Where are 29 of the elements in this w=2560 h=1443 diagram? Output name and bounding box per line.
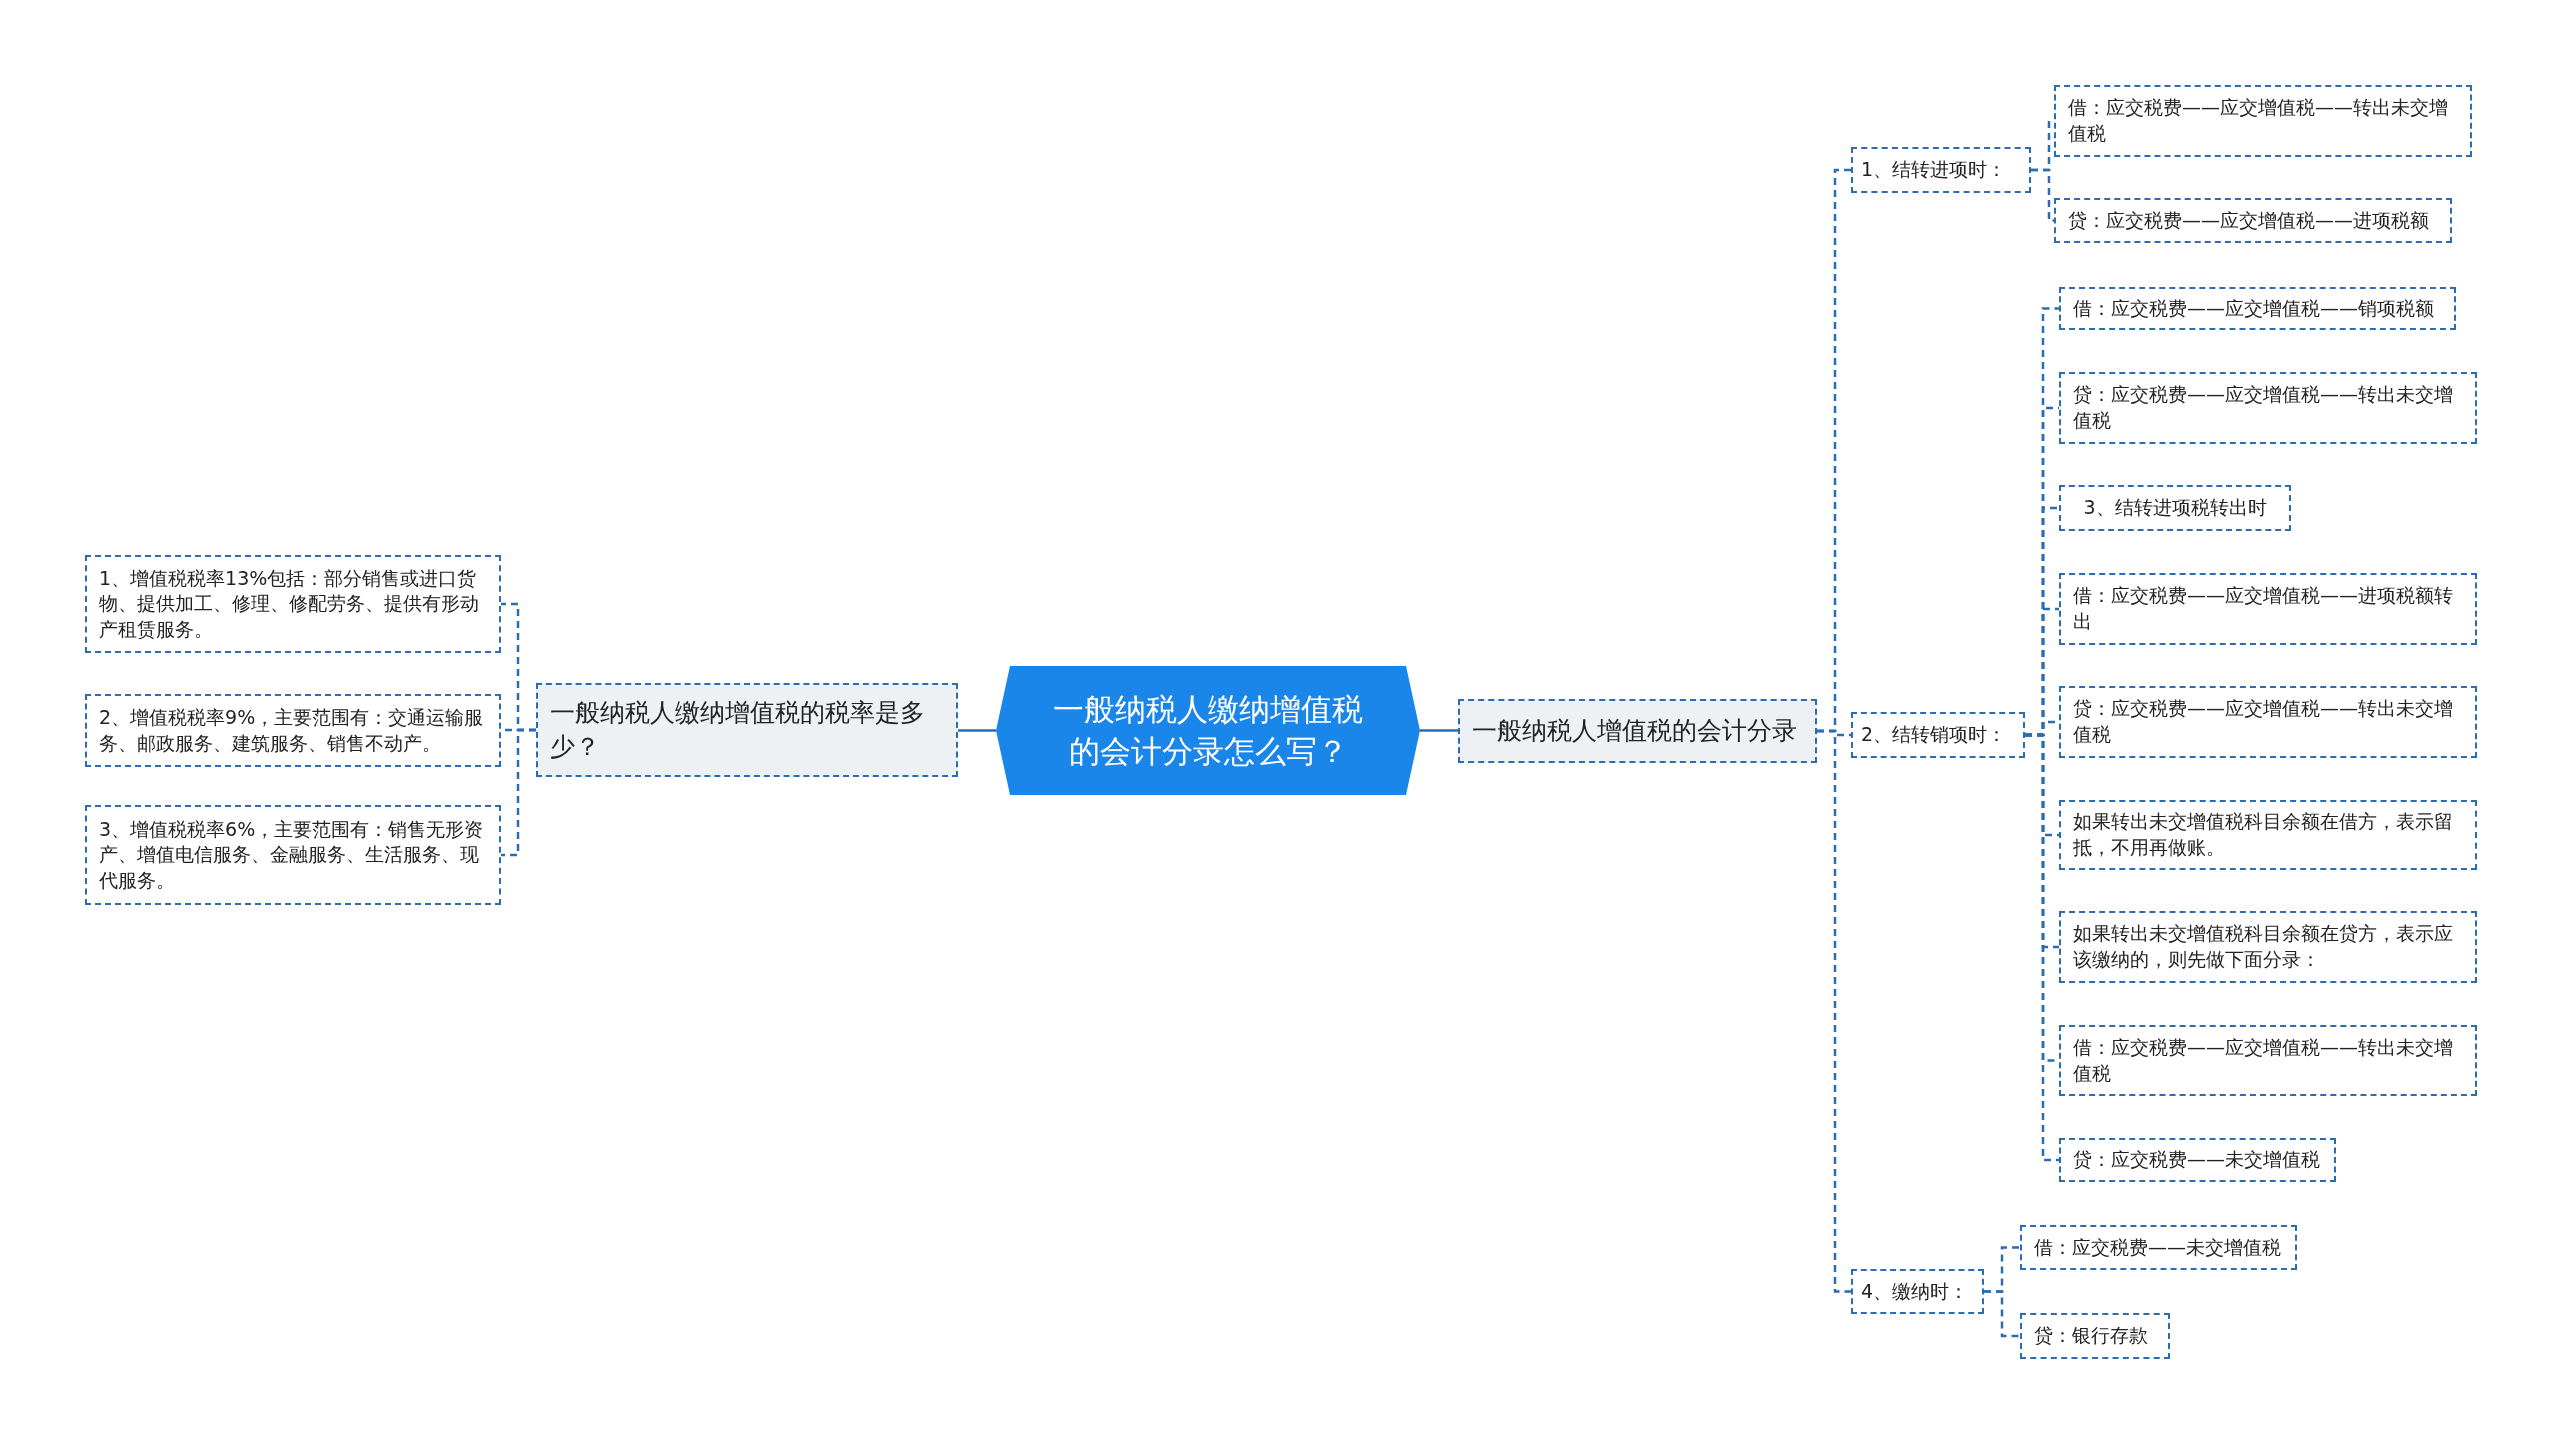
connector-line: [1420, 729, 1458, 732]
subtopic-box: 2、结转销项时：: [1851, 712, 2025, 758]
entry-box: 贷：应交税费——未交增值税: [2059, 1138, 2336, 1182]
entry-box: 2、增值税税率9%，主要范围有：交通运输服务、邮政服务、建筑服务、销售不动产。: [85, 694, 501, 767]
entry-box: 如果转出未交增值税科目余额在贷方，表示应该缴纳的，则先做下面分录：: [2059, 911, 2477, 983]
entry-box: 借：应交税费——应交增值税——转出未交增值税: [2054, 85, 2472, 157]
entry-box: 借：应交税费——应交增值税——转出未交增值税: [2059, 1025, 2477, 1096]
connector-line: [958, 729, 996, 732]
entry-box: 贷：应交税费——应交增值税——转出未交增值税: [2059, 372, 2477, 444]
entry-box: 借：应交税费——未交增值税: [2020, 1225, 2297, 1270]
topic-box: 一般纳税人增值税的会计分录: [1458, 699, 1817, 763]
entry-box: 贷：应交税费——应交增值税——进项税额: [2054, 198, 2452, 243]
entry-box: 借：应交税费——应交增值税——进项税额转出: [2059, 573, 2477, 645]
connector-line: [2025, 733, 2059, 1162]
subtopic-box: 4、缴纳时：: [1851, 1269, 1984, 1314]
entry-box: 贷：银行存款: [2020, 1313, 2170, 1359]
connector-line: [2031, 168, 2054, 222]
entry-box: 3、增值税税率6%，主要范围有：销售无形资产、增值电信服务、金融服务、生活服务、现代服务。: [85, 805, 501, 905]
connector-line: [501, 728, 536, 857]
central-topic: 一般纳税人缴纳增值税的会计分录怎么写？: [996, 666, 1420, 795]
connector-line: [1817, 729, 1851, 1293]
entry-box: 3、结转进项税转出时: [2059, 485, 2291, 531]
entry-box: 1、增值税税率13%包括：部分销售或进口货物、提供加工、修理、修配劳务、提供有形动产租赁服务。: [85, 555, 501, 653]
entry-box: 如果转出未交增值税科目余额在借方，表示留抵，不用再做账。: [2059, 800, 2477, 870]
entry-box: 贷：应交税费——应交增值税——转出未交增值税: [2059, 686, 2477, 758]
connector-line: [1984, 1290, 2020, 1338]
subtopic-box: 1、结转进项时：: [1851, 147, 2031, 193]
entry-box: 借：应交税费——应交增值税——销项税额: [2059, 287, 2456, 330]
topic-box: 一般纳税人缴纳增值税的税率是多少？: [536, 683, 958, 777]
